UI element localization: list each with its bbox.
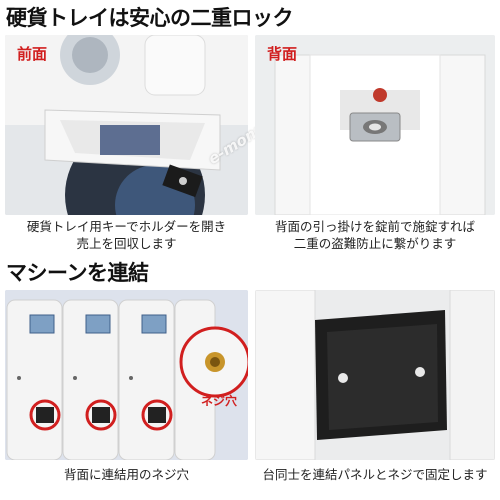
photo-rear-screw-holes: ネジ穴 xyxy=(5,290,248,460)
photo-front-coin-tray: 前面 xyxy=(5,35,248,215)
rear-machines-illustration xyxy=(5,290,248,460)
back-hook-illustration xyxy=(255,35,495,215)
panel-illustration xyxy=(255,290,495,460)
caption-front: 硬貨トレイ用キーでホルダーを開き 売上を回収します xyxy=(5,218,248,252)
label-front: 前面 xyxy=(17,45,48,63)
section-title-double-lock: 硬貨トレイは安心の二重ロック xyxy=(6,6,294,30)
section-title-connect: マシーンを連結 xyxy=(6,261,149,285)
front-tray-illustration xyxy=(5,35,248,215)
label-screw-hole: ネジ穴 xyxy=(201,394,238,408)
caption-back: 背面の引っ掛けを錠前で施錠すれば 二重の盗難防止に繋がります xyxy=(255,218,495,252)
caption-front-line1: 硬貨トレイ用キーでホルダーを開き xyxy=(26,219,227,234)
caption-panel: 台同士を連結パネルとネジで固定します xyxy=(262,467,488,482)
photo-connection-panel xyxy=(255,290,495,460)
caption-front-line2: 売上を回収します xyxy=(76,236,177,251)
label-back: 背面 xyxy=(267,45,298,63)
caption-rear: 背面に連結用のネジ穴 xyxy=(63,467,189,482)
photo-back-hook: 背面 xyxy=(255,35,495,215)
caption-back-line2: 二重の盗難防止に繋がります xyxy=(293,236,457,251)
caption-back-line1: 背面の引っ掛けを錠前で施錠すれば xyxy=(274,219,475,234)
